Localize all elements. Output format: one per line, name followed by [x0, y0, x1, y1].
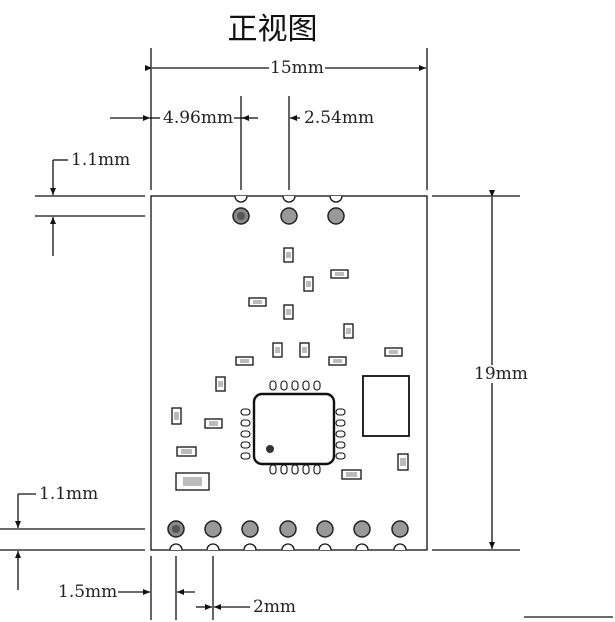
width-label: 15mm: [269, 58, 325, 78]
qfn-chip: [240, 380, 346, 475]
pad: [241, 520, 259, 538]
pad: [204, 520, 222, 538]
crystal: [362, 375, 410, 437]
bottom-pad-pitch-label: 2mm: [252, 597, 298, 617]
top-castellation: [329, 195, 343, 203]
pad: [353, 520, 371, 538]
pad: [327, 207, 345, 225]
bottom-edge-offset-label: 1.1mm: [38, 484, 100, 504]
bottom-pads: [167, 520, 409, 538]
pad: [280, 207, 298, 225]
pad-pitch-label: 2.54mm: [303, 108, 376, 128]
pad: [316, 520, 334, 538]
bottom-pad-offset-label: 1.5mm: [57, 582, 119, 602]
pin1-marker: [266, 445, 274, 453]
smd-components: [171, 247, 410, 491]
pad: [391, 520, 409, 538]
pad-offset-label: 4.96mm: [162, 108, 235, 128]
height-label: 19mm: [473, 364, 529, 384]
top-pads: [232, 207, 345, 225]
top-edge-offset-label: 1.1mm: [70, 150, 132, 170]
top-castellation: [282, 195, 296, 203]
view-title: 正视图: [227, 12, 318, 47]
top-castellation: [234, 195, 248, 203]
pad: [279, 520, 297, 538]
